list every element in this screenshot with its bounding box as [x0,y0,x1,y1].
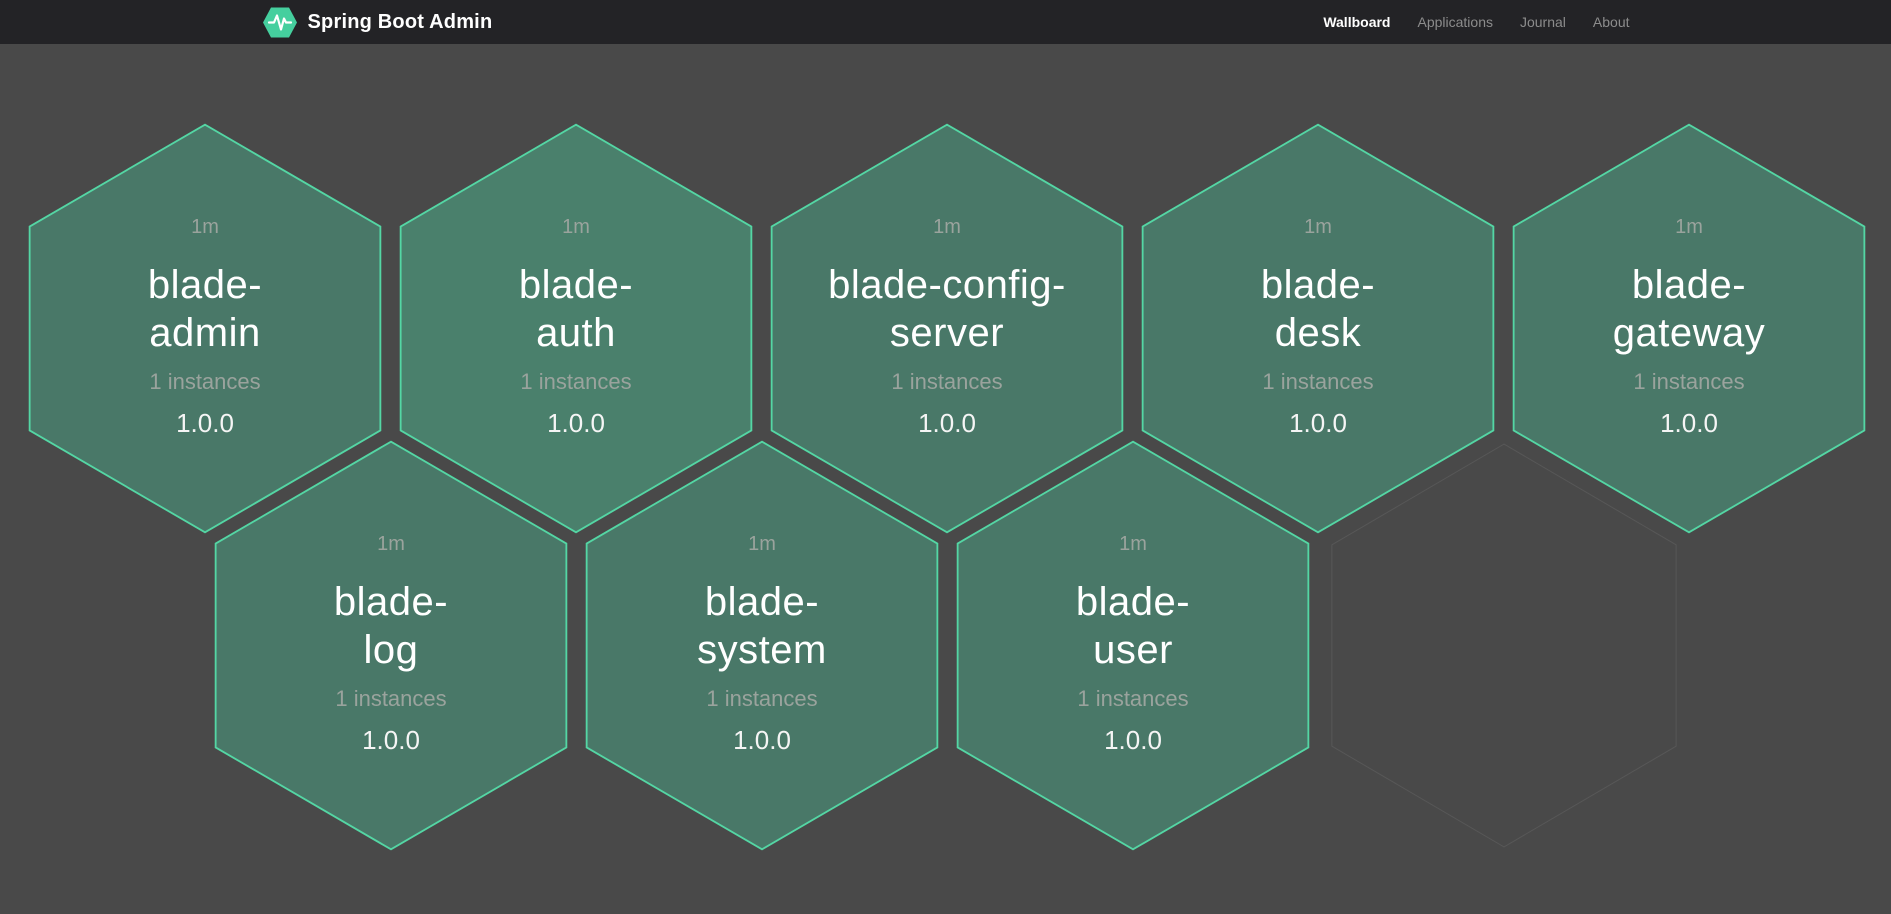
app-hex-tile-blade-admin[interactable]: 1m blade- admin 1 instances 1.0.0 [28,123,382,534]
navbar-container: Spring Boot Admin Wallboard Applications J… [262,0,1630,44]
uptime-label: 1m [748,533,776,555]
nav-item-about[interactable]: About [1592,14,1630,30]
hexagon-shape [28,123,382,534]
hex-content: 1m blade- desk 1 instances 1.0.0 [1141,123,1495,534]
hex-content: 1m blade- admin 1 instances 1.0.0 [28,123,382,534]
hex-content: 1m blade- system 1 instances 1.0.0 [585,440,939,851]
app-name: blade- user [1075,580,1191,672]
uptime-label: 1m [191,216,219,238]
main-nav: Wallboard Applications Journal About [1323,14,1629,30]
instances-label: 1 instances [1077,686,1189,711]
instances-label: 1 instances [1262,369,1374,394]
uptime-label: 1m [1304,216,1332,238]
empty-hex-slot [1327,440,1681,851]
hexagon-shape [585,440,939,851]
hexagon-shape [214,440,568,851]
app-hex-tile-blade-auth[interactable]: 1m blade- auth 1 instances 1.0.0 [399,123,753,534]
version-label: 1.0.0 [1660,408,1718,438]
version-label: 1.0.0 [176,408,234,438]
hex-content: 1m blade- auth 1 instances 1.0.0 [399,123,753,534]
top-navbar: Spring Boot Admin Wallboard Applications J… [0,0,1891,44]
app-hex-tile-blade-gateway[interactable]: 1m blade- gateway 1 instances 1.0.0 [1512,123,1866,534]
app-name: blade-config- server [828,263,1066,355]
app-name: blade- gateway [1612,263,1766,355]
uptime-label: 1m [562,216,590,238]
version-label: 1.0.0 [1289,408,1347,438]
uptime-label: 1m [377,533,405,555]
nav-item-journal[interactable]: Journal [1519,14,1566,30]
uptime-label: 1m [933,216,961,238]
app-hex-tile-blade-config-server[interactable]: 1m blade-config- server 1 instances 1.0.… [770,123,1124,534]
hex-content: 1m blade- user 1 instances 1.0.0 [956,440,1310,851]
hexagon-shape [956,440,1310,851]
instances-label: 1 instances [335,686,447,711]
instances-label: 1 instances [1633,369,1745,394]
hexagon-shape [1141,123,1495,534]
brand-link[interactable]: Spring Boot Admin [262,6,493,39]
app-name: blade- desk [1260,263,1376,355]
hexagon-pulse-icon [262,6,298,39]
app-name: blade- admin [147,263,263,355]
version-label: 1.0.0 [1104,725,1162,755]
app-hex-tile-blade-desk[interactable]: 1m blade- desk 1 instances 1.0.0 [1141,123,1495,534]
instances-label: 1 instances [520,369,632,394]
version-label: 1.0.0 [733,725,791,755]
nav-item-applications[interactable]: Applications [1417,14,1493,30]
app-name: blade- auth [518,263,634,355]
version-label: 1.0.0 [547,408,605,438]
instances-label: 1 instances [891,369,1003,394]
instances-label: 1 instances [149,369,261,394]
hexagon-shape [770,123,1124,534]
hex-content: 1m blade-config- server 1 instances 1.0.… [770,123,1124,534]
hex-content: 1m blade- gateway 1 instances 1.0.0 [1512,123,1866,534]
wallboard-canvas: 1m blade- admin 1 instances 1.0.0 1m bla… [0,44,1891,914]
hexagon-outline [1331,443,1677,848]
app-name: blade- system [697,580,827,672]
hexagon-shape [399,123,753,534]
hex-content: 1m blade- log 1 instances 1.0.0 [214,440,568,851]
hexagon-shape [1512,123,1866,534]
instances-label: 1 instances [706,686,818,711]
app-hex-tile-blade-system[interactable]: 1m blade- system 1 instances 1.0.0 [585,440,939,851]
app-title: Spring Boot Admin [307,10,493,33]
version-label: 1.0.0 [362,725,420,755]
app-hex-tile-blade-user[interactable]: 1m blade- user 1 instances 1.0.0 [956,440,1310,851]
version-label: 1.0.0 [918,408,976,438]
app-name: blade- log [333,580,449,672]
uptime-label: 1m [1675,216,1703,238]
app-hex-tile-blade-log[interactable]: 1m blade- log 1 instances 1.0.0 [214,440,568,851]
nav-item-wallboard[interactable]: Wallboard [1323,14,1391,30]
uptime-label: 1m [1119,533,1147,555]
